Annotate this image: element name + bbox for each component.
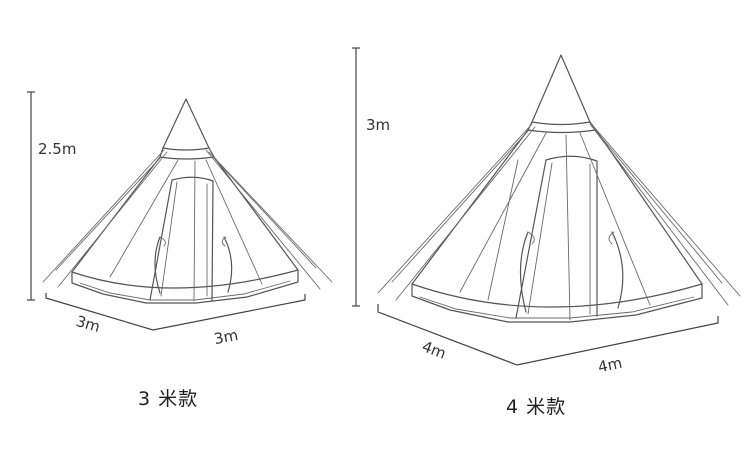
right-height-dimension	[352, 47, 360, 307]
right-caption: 4 米款	[506, 396, 567, 418]
right-height-label: 3m	[366, 116, 391, 134]
left-height-dimension	[27, 91, 35, 301]
left-caption: 3 米款	[138, 388, 199, 410]
left-height-label: 2.5m	[38, 140, 77, 158]
right-tent-body	[377, 54, 741, 323]
left-base-dimension	[45, 293, 306, 331]
left-tent-body	[42, 98, 333, 304]
right-base-dimension	[377, 304, 719, 366]
